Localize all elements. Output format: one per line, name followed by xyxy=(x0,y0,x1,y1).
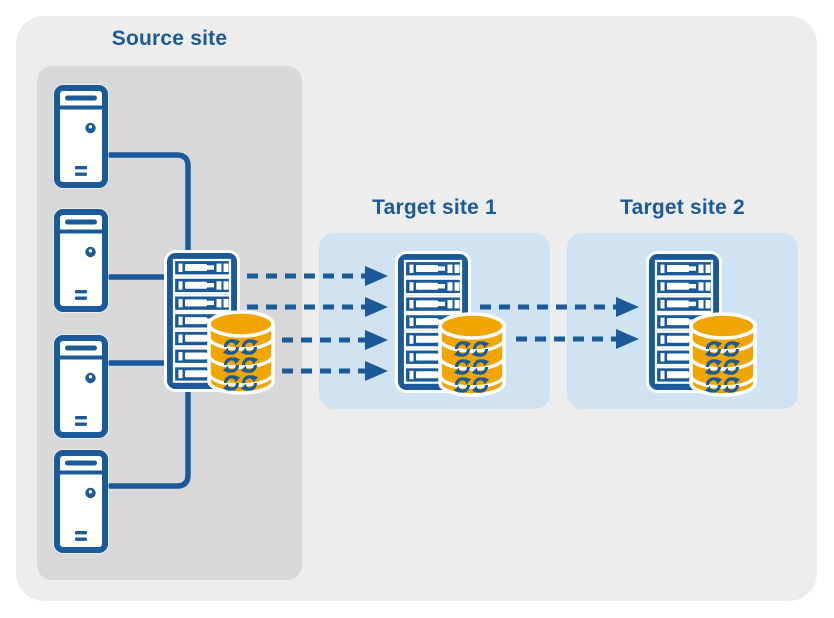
target-site-1-panel xyxy=(319,233,550,409)
source-site-panel xyxy=(37,66,302,580)
target-site-2-panel xyxy=(567,233,798,409)
source-site-label: Source site xyxy=(111,27,228,50)
target-site-2-label: Target site 2 xyxy=(620,196,745,219)
target-site-1-label: Target site 1 xyxy=(372,196,497,219)
